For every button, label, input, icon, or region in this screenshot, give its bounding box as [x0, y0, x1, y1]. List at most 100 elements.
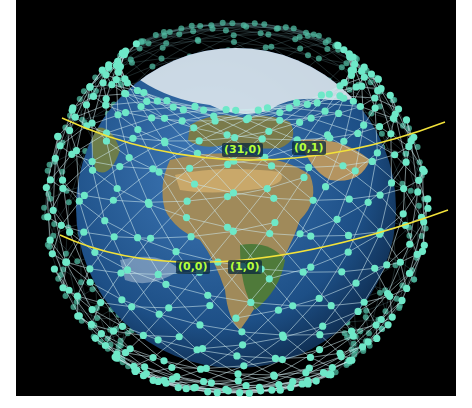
satellite-dot	[117, 270, 124, 277]
satellite-dot	[391, 151, 398, 158]
inter-satellite-link	[310, 353, 340, 357]
satellite-dot	[41, 205, 47, 211]
inter-satellite-link	[387, 244, 410, 265]
inter-satellite-link	[269, 104, 308, 131]
inter-satellite-link	[101, 334, 130, 349]
inter-satellite-link	[238, 360, 282, 381]
inter-satellite-link	[381, 232, 401, 263]
satellite-dot	[274, 26, 280, 32]
inter-satellite-link	[199, 118, 248, 141]
satellite-dot	[58, 222, 65, 229]
inter-satellite-link	[233, 193, 273, 198]
inter-satellite-link	[251, 302, 293, 305]
satellite-dot	[130, 363, 137, 370]
inter-satellite-link	[114, 307, 132, 331]
satellite-dot	[245, 115, 252, 122]
satellite-dot	[338, 268, 345, 275]
inter-satellite-link	[242, 332, 276, 359]
inter-satellite-link	[278, 298, 319, 310]
satellite-dot	[376, 123, 383, 130]
inter-satellite-link	[106, 118, 151, 133]
satellite-dot	[289, 302, 296, 309]
satellite-dot	[264, 185, 271, 192]
satellite-dot	[189, 23, 195, 29]
satellite-dot	[372, 104, 379, 111]
orbit-track	[62, 118, 445, 160]
satellite-dot	[345, 232, 352, 239]
satellite-dot	[232, 107, 239, 114]
inter-satellite-link	[337, 171, 355, 220]
satellite-dot	[50, 207, 57, 214]
satellite-dot	[86, 265, 93, 272]
satellite-dot	[268, 44, 274, 50]
satellite-dot	[224, 224, 231, 231]
satellite-dot	[410, 134, 417, 141]
inter-satellite-link	[320, 331, 352, 335]
satellite-dot	[421, 242, 428, 249]
satellite-dot	[137, 103, 144, 110]
satellite-dot	[168, 364, 175, 371]
inter-satellite-link	[133, 138, 165, 141]
satellite-dot	[232, 315, 239, 322]
satellite-dot	[92, 335, 99, 342]
inter-satellite-link	[169, 272, 200, 308]
inter-satellite-link	[167, 101, 214, 116]
satellite-dot	[183, 385, 190, 392]
satellite-dot	[342, 330, 348, 336]
inter-satellite-link	[293, 305, 331, 306]
inter-satellite-link	[143, 335, 179, 336]
satellite-dot	[172, 248, 179, 255]
inter-satellite-link	[130, 349, 164, 361]
inter-satellite-link	[356, 265, 387, 283]
satellite-dot	[212, 117, 219, 124]
satellite-dot	[348, 67, 355, 74]
satellite-dot	[102, 342, 109, 349]
inter-satellite-link	[120, 141, 165, 167]
satellite-dot	[223, 27, 229, 33]
inter-satellite-link	[90, 53, 122, 87]
satellite-dot	[206, 302, 213, 309]
inter-satellite-link	[236, 310, 278, 318]
satellite-dot	[240, 362, 247, 369]
satellite-dot	[305, 164, 312, 171]
satellite-dot	[196, 321, 203, 328]
satellite-dot	[318, 92, 325, 99]
satellite-dot	[76, 198, 83, 205]
inter-satellite-link	[92, 161, 120, 166]
satellite-dot	[292, 36, 298, 42]
inter-satellite-link	[77, 302, 101, 342]
inter-satellite-link	[270, 234, 303, 273]
satellite-dot	[87, 279, 94, 286]
satellite-dot	[91, 249, 98, 256]
satellite-dot	[383, 261, 390, 268]
satellite-dot	[224, 161, 231, 168]
inter-satellite-link	[159, 314, 200, 325]
satellite-dot	[291, 25, 297, 31]
inter-satellite-link	[355, 153, 377, 171]
inter-satellite-link	[319, 58, 347, 63]
inter-satellite-link	[329, 63, 347, 80]
satellite-dot	[167, 29, 173, 35]
inter-satellite-link	[343, 166, 380, 195]
satellite-dot	[305, 52, 311, 58]
inter-satellite-link	[50, 116, 70, 165]
inter-satellite-link	[190, 164, 228, 168]
satellite-dot	[357, 103, 364, 110]
inter-satellite-link	[101, 303, 132, 307]
inter-satellite-link	[393, 100, 418, 147]
inter-satellite-link	[342, 268, 375, 272]
satellite-dot	[415, 177, 422, 184]
satellite-dot	[47, 237, 54, 244]
inter-satellite-link	[380, 189, 404, 195]
inter-satellite-link	[320, 336, 354, 349]
inter-satellite-link	[364, 296, 390, 302]
satellite-dot	[149, 63, 155, 69]
inter-satellite-link	[179, 306, 210, 337]
satellite-dot	[304, 377, 311, 384]
inter-satellite-link	[67, 232, 84, 262]
inter-satellite-link	[342, 272, 364, 302]
inter-satellite-link	[166, 284, 200, 325]
inter-satellite-link	[132, 274, 159, 306]
satellite-dot	[384, 321, 391, 328]
